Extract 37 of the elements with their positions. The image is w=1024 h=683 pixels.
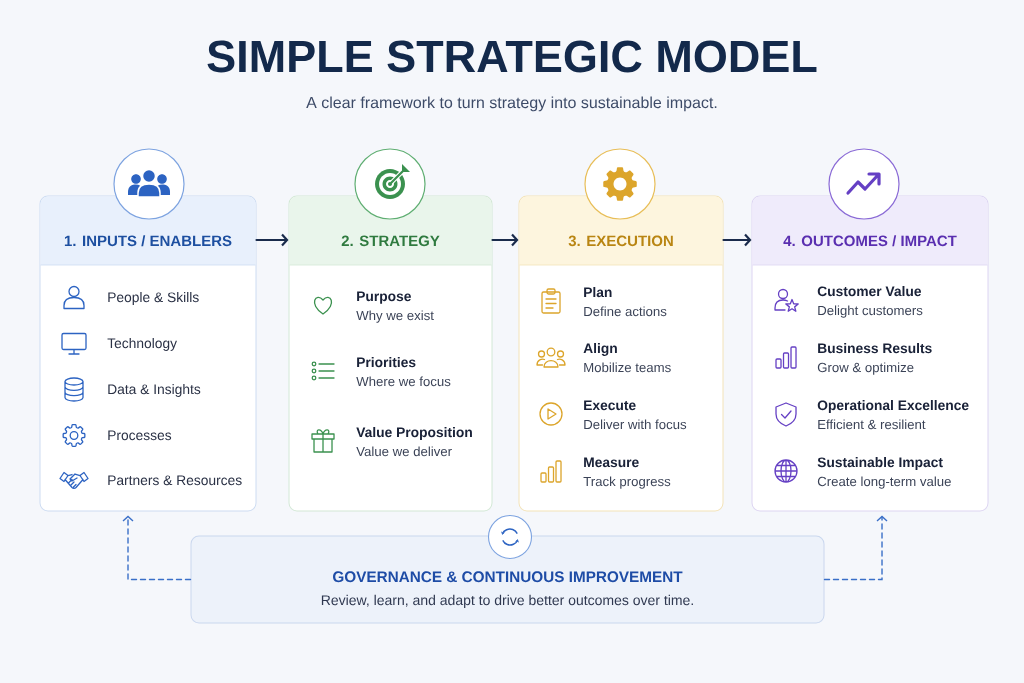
title: SIMPLE STRATEGIC MODEL (207, 40, 817, 73)
dashed-arrow (122, 515, 192, 581)
item-title: Align (583, 343, 617, 356)
item-label: Processes (108, 430, 172, 441)
item-label: Partners & Resources (108, 475, 242, 486)
item-description: Why we exist (356, 310, 434, 323)
item-label: People & Skills (108, 292, 199, 305)
item-description: Define actions (584, 306, 667, 317)
item-title: Value Proposition (356, 427, 472, 440)
item-description: Delight customers (818, 305, 923, 318)
arrow (255, 233, 289, 247)
item-description: Grow & optimize (817, 362, 914, 375)
item-title: Sustainable Impact (817, 457, 943, 470)
item-description: Efficient & resilient (818, 419, 926, 430)
item-title: Measure (584, 457, 639, 468)
card-header: 4. OUTCOMES / IMPACT (752, 196, 988, 266)
item-title: Priorities (357, 357, 416, 368)
item-description: Mobilize teams (584, 362, 671, 373)
item-label: Technology (107, 338, 177, 351)
item-title: Execute (584, 400, 636, 411)
banner-description: Review, learn, and adapt to drive better outcomes over time. (321, 594, 693, 608)
item-title: Purpose (357, 291, 411, 304)
subtitle: A clear framework to turn strategy into sustainable impact. (306, 96, 717, 112)
item-description: Track progress (583, 476, 671, 489)
dashed-arrow (823, 515, 888, 581)
item-description: Where we focus (356, 376, 451, 387)
item-label: Data & Insights (108, 384, 201, 397)
item-title: Operational Excellence (817, 400, 969, 413)
item-description: Value we deliver (356, 446, 452, 457)
item-title: Business Results (818, 343, 932, 354)
item-description: Deliver with focus (584, 419, 687, 430)
item-title: Customer Value (817, 286, 922, 297)
arrow (491, 233, 519, 247)
item-title: Plan (584, 287, 612, 298)
arrow (722, 233, 752, 247)
item-description: Create long-term value (817, 476, 951, 489)
banner-title: GOVERNANCE & CONTINUOUS IMPROVEMENT (333, 571, 683, 583)
